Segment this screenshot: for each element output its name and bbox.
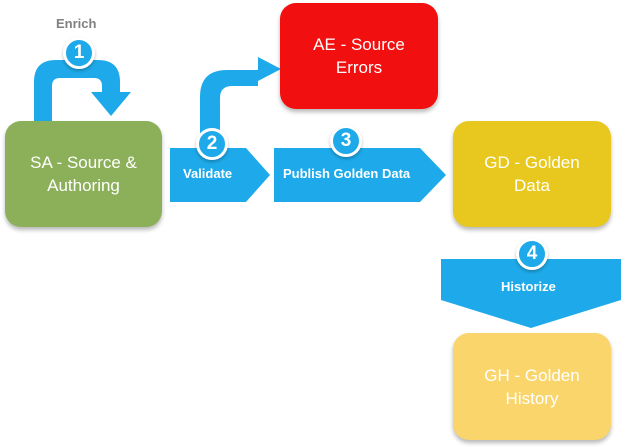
golden-data-line1: GD - Golden xyxy=(484,153,580,172)
validate-arrow xyxy=(170,148,270,202)
source-authoring-line2: Authoring xyxy=(47,176,120,195)
source-authoring-line1: SA - Source & xyxy=(30,153,137,172)
validate-label: Validate xyxy=(183,166,233,181)
step-4-badge: 4 xyxy=(516,238,548,270)
enrich-loop-arrow xyxy=(34,60,131,121)
source-errors-box: AE - Source Errors xyxy=(280,3,438,109)
step-1-badge: 1 xyxy=(63,37,95,69)
golden-data-box: GD - Golden Data xyxy=(453,121,611,227)
historize-arrow xyxy=(441,259,621,328)
historize-label: Historize xyxy=(501,279,556,294)
source-authoring-box: SA - Source & Authoring xyxy=(5,121,162,227)
golden-data-line2: Data xyxy=(514,176,550,195)
golden-history-line2: History xyxy=(505,388,559,408)
publish-golden-data-label: Publish Golden Data xyxy=(283,166,411,181)
golden-history-line1: GH - Golden xyxy=(484,365,580,385)
step-2-badge: 2 xyxy=(196,128,228,160)
error-branch-arrow xyxy=(200,57,281,148)
source-errors-line1: AE - Source xyxy=(313,35,405,54)
enrich-label: Enrich xyxy=(56,16,97,31)
step-3-badge: 3 xyxy=(330,125,362,157)
publish-arrow xyxy=(274,148,446,202)
source-errors-line2: Errors xyxy=(335,58,383,77)
golden-history-box: GH - Golden History xyxy=(453,333,611,440)
